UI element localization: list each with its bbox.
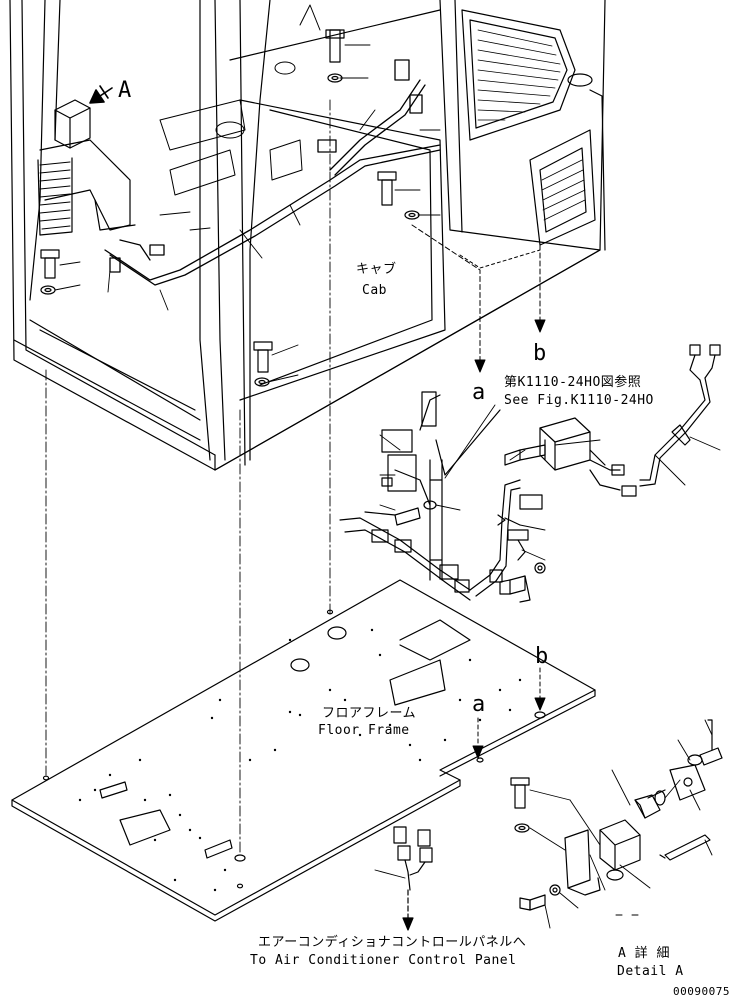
ref-a-lower: a <box>472 692 486 717</box>
harness-leader-lines <box>379 404 721 561</box>
ref-b-lower: b <box>535 644 549 669</box>
cab-label-en: Cab <box>362 283 387 298</box>
aircon-connector <box>374 826 433 931</box>
alignment-lines <box>45 99 331 856</box>
cab-leader-lines <box>54 44 441 383</box>
detail-a-leader-lines <box>529 719 713 929</box>
air-duct-hose <box>37 139 136 236</box>
detail-a-parts <box>510 719 723 911</box>
cab-interior-details <box>159 4 321 196</box>
reference-arrows-upper <box>411 224 546 373</box>
floor-frame-label-en: Floor Frame <box>318 723 410 738</box>
harness-bolts <box>499 444 546 603</box>
harness-right-branch <box>589 344 721 497</box>
harness-assembly <box>339 391 543 601</box>
ref-b-upper: b <box>533 341 547 366</box>
cab-rear-window <box>461 9 593 141</box>
detail-a-title-jp: A 詳 細 <box>618 946 670 961</box>
ref-a-upper: a <box>472 380 486 405</box>
cab-label-jp: キャブ <box>356 262 397 277</box>
detail-a-box <box>54 99 91 149</box>
cab-side-vent <box>529 129 596 246</box>
detail-a-marker: A <box>118 78 132 103</box>
detail-a-arrow <box>89 85 113 104</box>
floor-frame-label-jp: フロアフレーム <box>322 706 417 721</box>
cab-bolts <box>40 29 420 387</box>
detail-a-title-en: Detail A <box>617 964 684 979</box>
cab-wire-harness <box>104 59 441 286</box>
reference-arrows-lower <box>472 667 546 759</box>
drawing-number: 00090075 <box>673 985 730 998</box>
aircon-label-en: To Air Conditioner Control Panel <box>250 953 517 968</box>
cab-outline <box>9 0 606 471</box>
see-figure-jp: 第K1110-24HO図参照 <box>504 375 642 390</box>
floor-frame <box>11 579 596 922</box>
aircon-label-jp: エアーコンディショナコントロールパネルへ <box>258 935 527 950</box>
see-figure-en: See Fig.K1110-24HO <box>504 393 654 408</box>
